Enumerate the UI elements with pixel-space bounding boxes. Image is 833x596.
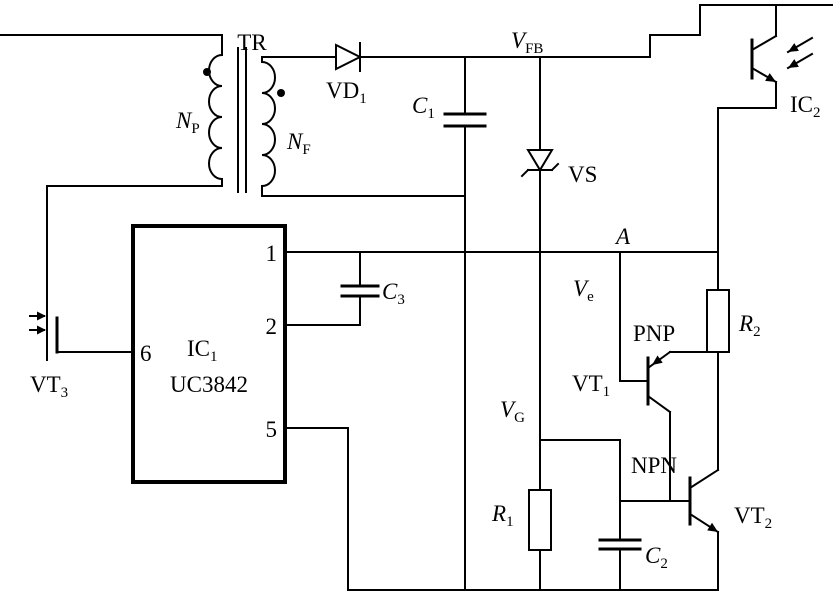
diode-triangle [335,43,363,71]
label-vs: VS [568,162,597,187]
label-c1: C1 [412,93,435,122]
label-vt1: VT1 [572,371,610,400]
label-np: NP [175,108,200,137]
label-node-a: A [614,224,631,249]
vs-triangle [526,149,554,172]
label-c3: C3 [382,279,405,308]
label-ic1-part: UC3842 [170,372,248,397]
label-c2: C2 [645,543,668,572]
vs-bar-tail-right [550,162,560,172]
label-pin6: 6 [140,341,152,366]
label-npn: NPN [631,453,677,478]
ic1-body [131,224,287,484]
label-ve: Ve [573,276,594,305]
capacitor-c1-icon [443,56,487,591]
vt2-collector [688,468,720,490]
label-r2: R2 [738,311,761,340]
transistor-vt2-icon [688,468,720,591]
vt1-collector [646,394,672,414]
transformer-tr [203,47,285,193]
label-ic2: IC2 [790,92,821,121]
diode-vd1-icon [335,42,363,72]
label-ic1: IC1 [187,336,218,365]
capacitor-c3-icon [340,251,380,326]
optocoupler-ic2-icon [717,4,814,109]
r2-body [706,289,730,353]
ic2-collector [750,34,778,52]
label-vg: VG [500,397,525,426]
label-pin2: 2 [266,314,278,339]
label-r1: R1 [491,501,514,530]
secondary-polarity-dot [277,89,285,97]
label-vt3: VT3 [30,372,68,401]
label-vfb: VFB [511,28,543,57]
capacitor-c2-icon [598,538,642,591]
r1-body [528,489,552,551]
primary-polarity-dot [203,68,211,76]
resistor-r2-icon [706,289,730,353]
vt3-arrow2-head [37,325,46,335]
label-pin1: 1 [266,241,278,266]
label-tr: TR [237,30,267,55]
wiring [0,4,833,591]
labels: TR NP NF VD1 C1 VFB VS IC2 1 2 5 6 IC1 U… [30,28,821,572]
label-vd1: VD1 [326,78,367,107]
vt3-arrow1-head [37,311,46,321]
label-pin5: 5 [266,417,278,442]
ic2-emitter-arrow [765,73,776,82]
secondary-winding-coil [260,60,276,188]
ic2-light-arrow1-head [788,43,799,52]
label-pnp: PNP [633,321,675,346]
primary-winding-coil [208,53,224,181]
ic2-light-arrow2-head [788,59,799,68]
vt2-emitter-arrow [707,522,718,532]
transistor-vt1-icon [619,350,719,502]
label-nf: NF [286,129,311,158]
label-vt2: VT2 [734,503,772,532]
vt1-emitter-arrow [652,355,663,365]
vs-bar-tail-left [520,168,530,178]
mosfet-vt3-icon [29,311,59,354]
zener-vs-icon [520,56,560,491]
resistor-r1-icon [528,489,552,591]
